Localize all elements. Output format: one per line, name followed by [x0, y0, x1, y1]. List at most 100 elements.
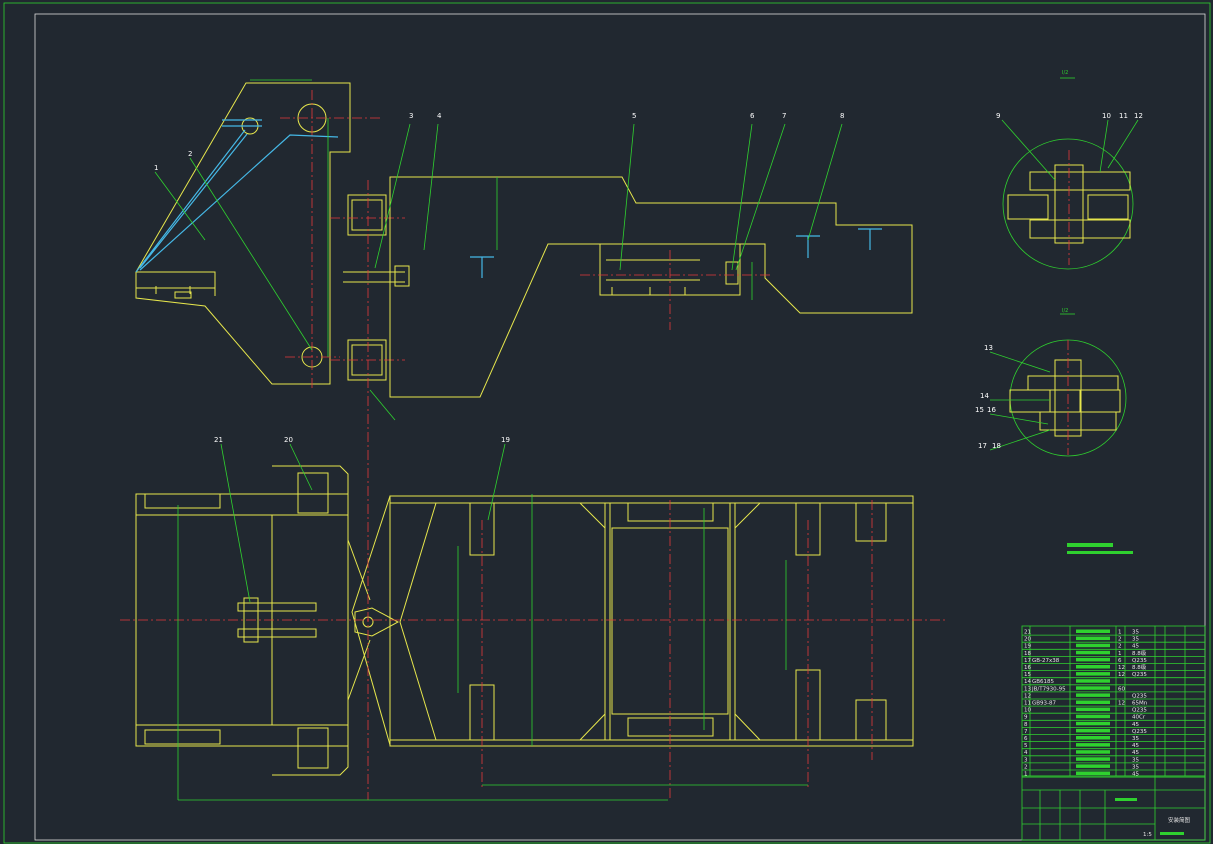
bom-no: 11 [1024, 701, 1031, 707]
part-label-2: 2 [188, 150, 192, 158]
part-label-21: 21 [214, 436, 223, 444]
svg-text:I/2: I/2 [1062, 70, 1068, 76]
part-label-3: 3 [409, 112, 413, 120]
bom-row: 21 1 35 [1022, 629, 1205, 636]
bom-material: 35 [1132, 757, 1139, 763]
bom-qty: 12 [1118, 672, 1125, 678]
bom-name-bar [1076, 757, 1110, 761]
bom-no: 17 [1024, 658, 1031, 664]
part-label-17: 17 [978, 442, 987, 450]
bom-no: 13 [1024, 686, 1031, 692]
leaders-upper [154, 123, 843, 421]
bom-material: 45 [1132, 750, 1139, 756]
inner-frame [34, 13, 1206, 841]
bom-qty: 1 [1118, 630, 1122, 636]
bom-no: 21 [1024, 630, 1031, 636]
notes-line-bar [1067, 551, 1133, 554]
bom-qty: 12 [1118, 665, 1125, 671]
bom-code: JB/T7930-95 [1031, 686, 1066, 692]
part-label-9: 9 [996, 112, 1000, 120]
part-label-13: 13 [984, 344, 993, 352]
part-label-14: 14 [980, 392, 989, 400]
bom-row: 4 45 [1022, 750, 1205, 756]
bom-code: GB-27x38 [1032, 658, 1060, 664]
bom-name-bar [1076, 679, 1110, 683]
drawing-scale: 1:5 [1143, 832, 1152, 838]
part-label-16: 16 [987, 406, 996, 414]
bom-row: 20 2 35 [1022, 636, 1205, 643]
part-label-12: 12 [1134, 112, 1143, 120]
bom-material: 35 [1132, 736, 1139, 742]
bom-qty: 60 [1118, 686, 1125, 692]
part-label-18: 18 [992, 442, 1001, 450]
bom-name-bar [1076, 771, 1110, 775]
bom-no: 19 [1024, 644, 1031, 650]
part-label-11: 11 [1119, 112, 1128, 120]
part-label-4: 4 [437, 112, 442, 120]
bom-name-bar [1076, 636, 1110, 641]
bom-material: 45 [1132, 743, 1139, 749]
bom-qty: 1 [1118, 651, 1122, 657]
bom-qty: 6 [1118, 658, 1122, 664]
bom-no: 9 [1024, 715, 1028, 721]
bom-material: Q235 [1132, 708, 1147, 714]
bom-row: 5 45 [1022, 743, 1205, 750]
bom-name-bar [1076, 736, 1110, 740]
bom-no: 3 [1024, 757, 1028, 763]
bom-name-bar [1076, 657, 1110, 662]
detail-lower: I/2 [989, 308, 1127, 457]
bom-no: 20 [1024, 637, 1031, 643]
bom-no: 4 [1024, 750, 1028, 756]
part-label-15: 15 [975, 406, 984, 414]
bom-material: 35 [1132, 637, 1139, 643]
bom-name-bar [1076, 700, 1110, 704]
leaders-lower [220, 443, 506, 603]
bom-material: Q235 [1132, 658, 1147, 664]
bom-material: 35 [1132, 630, 1139, 636]
bom-material: 45 [1132, 644, 1139, 650]
bom-row: 8 45 [1022, 721, 1205, 728]
bom-no: 8 [1024, 722, 1028, 728]
bom-no: 5 [1024, 743, 1028, 749]
bom-no: 12 [1024, 693, 1031, 699]
bom-no: 1 [1024, 772, 1028, 778]
bom-name-bar [1076, 728, 1110, 733]
part-label-20: 20 [284, 436, 293, 444]
part-label-7: 7 [782, 112, 786, 120]
part-label-1: 1 [154, 164, 158, 172]
bom-name-bar [1076, 650, 1110, 655]
part-label-5: 5 [632, 112, 636, 120]
plan-view [120, 180, 945, 801]
bom-table [1021, 625, 1206, 777]
bom-name-bar [1076, 707, 1110, 712]
bom-qty: 2 [1118, 644, 1122, 650]
side-view [135, 79, 913, 398]
bom-name-bar [1076, 764, 1110, 768]
bom-material: 65Mn [1132, 701, 1148, 707]
bom-no: 2 [1024, 764, 1028, 770]
title-block [1021, 775, 1206, 841]
bom-material: 45 [1132, 722, 1139, 728]
detail-upper: I/2 [1001, 70, 1139, 270]
svg-text:I/2: I/2 [1062, 308, 1068, 314]
bom-row: 2 35 [1022, 764, 1205, 770]
bom-qty: 12 [1118, 701, 1125, 707]
bom-qty: 2 [1118, 637, 1122, 643]
bom-material: 8.8级 [1132, 663, 1147, 671]
bom-name-bar [1076, 743, 1110, 747]
bom-row: 19 2 45 [1022, 643, 1205, 650]
bom-name-bar [1076, 672, 1110, 676]
bom-material: 35 [1132, 764, 1139, 770]
bom-name-bar [1076, 665, 1110, 669]
bom-row: 3 35 [1022, 757, 1205, 764]
bom-name-bar [1076, 714, 1110, 719]
bom-code: GB6185 [1032, 679, 1055, 685]
